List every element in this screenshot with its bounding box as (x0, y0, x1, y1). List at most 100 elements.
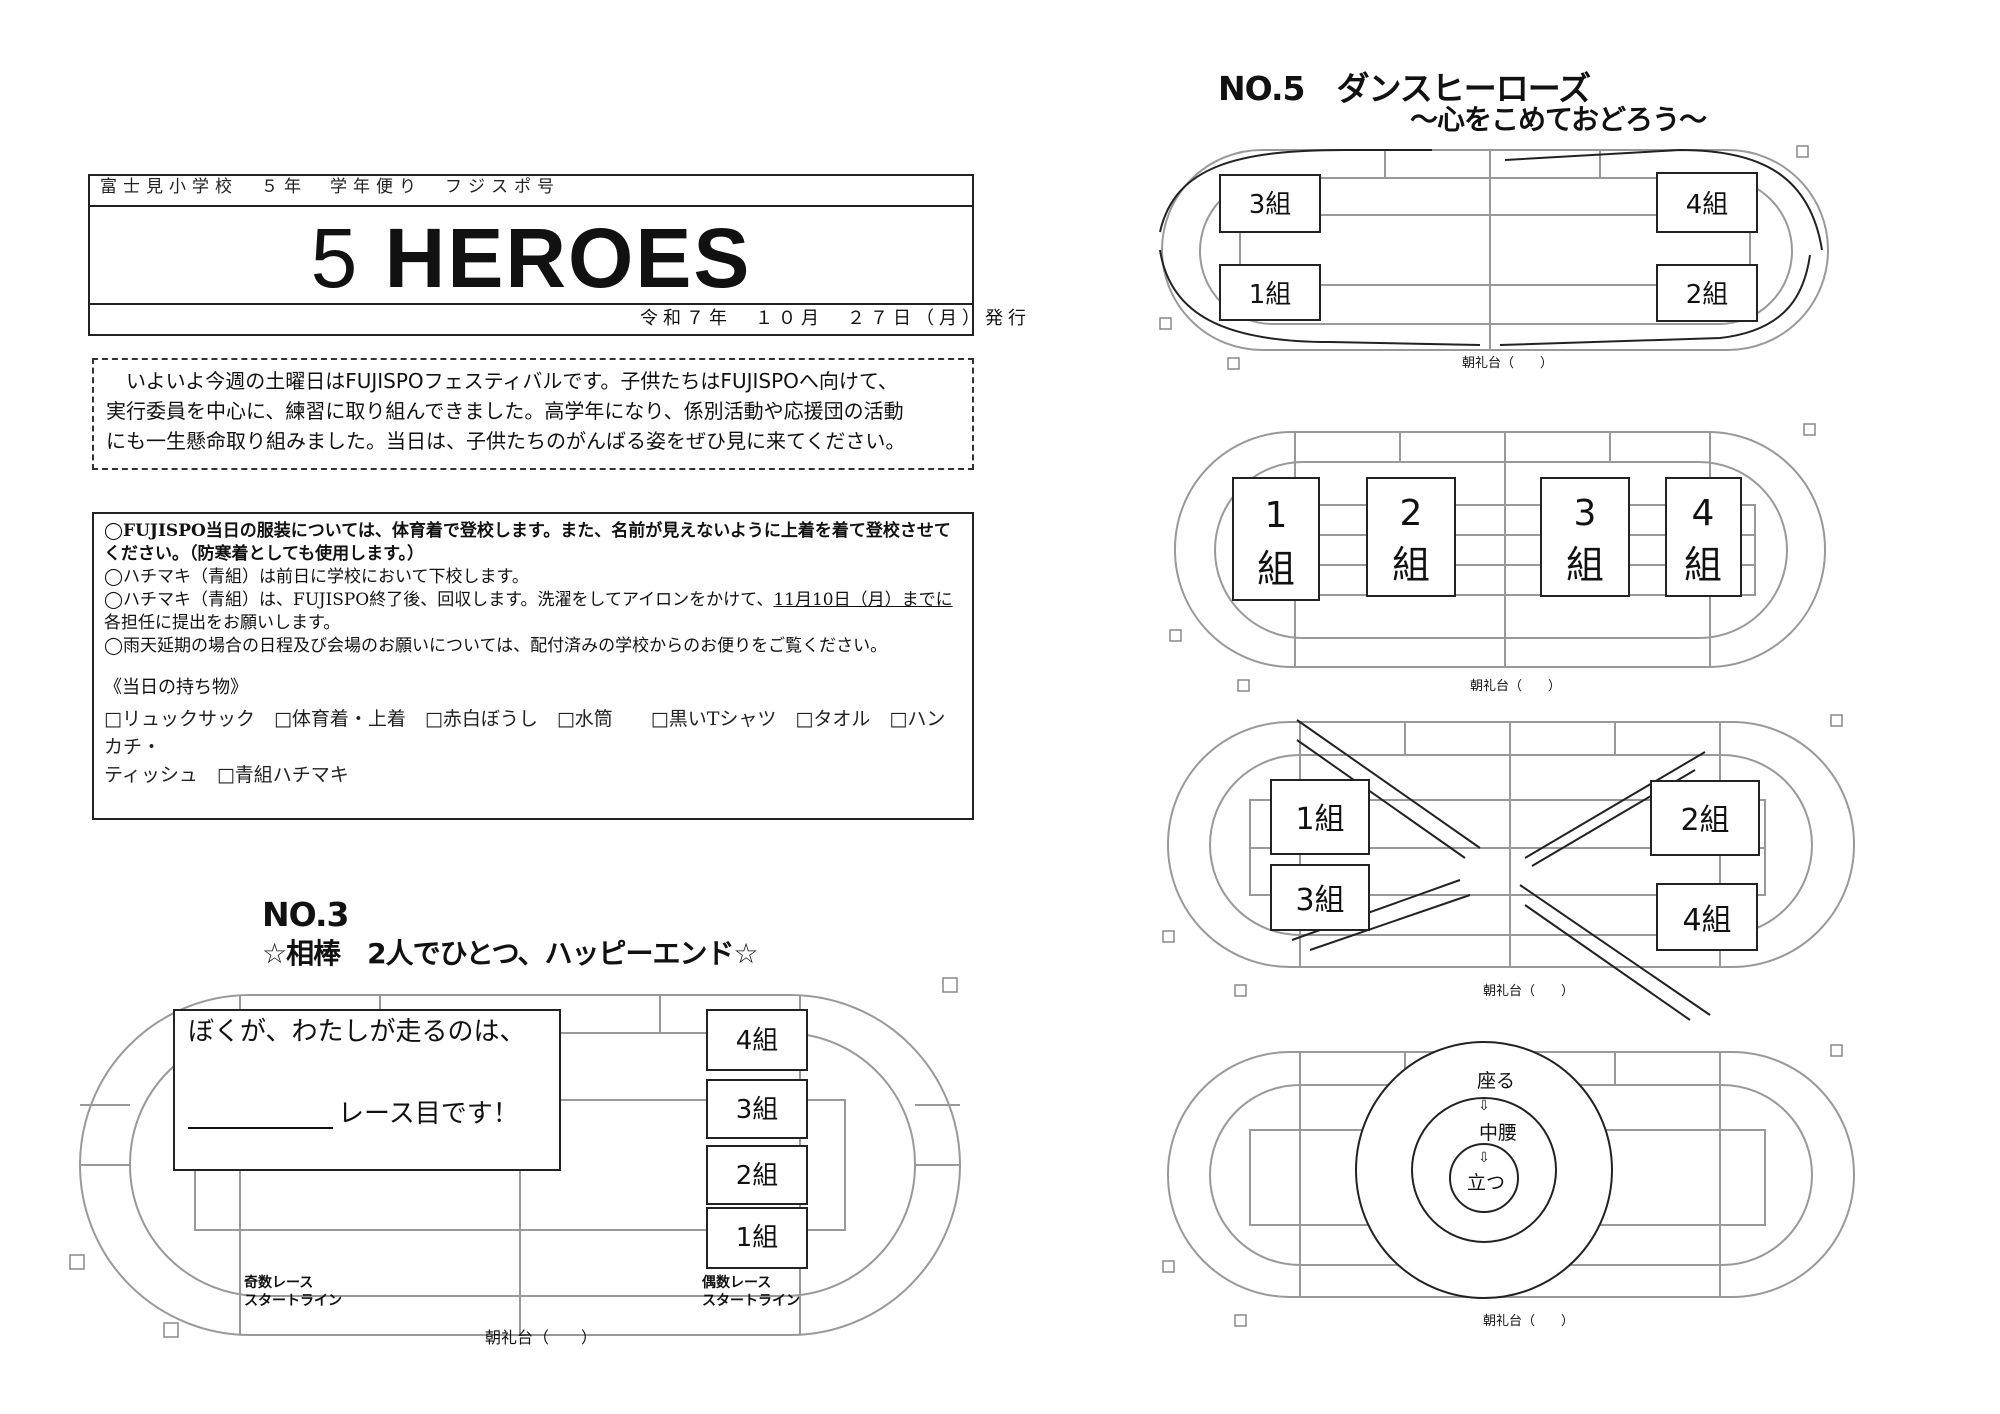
no5-heading: NO.5 ダンスヒーローズ (1218, 69, 1591, 108)
notice-return-text: ◯ハチマキ（青組）は、FUJISPO終了後、回収します。洗濯をしてアイロンをかけ… (104, 590, 774, 610)
odd-start-line-label: スタートライン (244, 1293, 342, 1309)
even-race-label: 偶数レース (702, 1274, 771, 1291)
issue-date: 令和７年 １０月 ２７日（月）発行 (640, 308, 1031, 329)
track-inner (1199, 177, 1793, 325)
header-divider (88, 303, 974, 305)
belongings-title: 《当日の持ち物》 (104, 677, 248, 698)
no3-subtitle: ☆相棒 2人でひとつ、ハッピーエンド☆ (262, 937, 759, 970)
team-label-kumi: 組 (1392, 543, 1430, 587)
newsletter-title: 5 HEROES (88, 210, 974, 306)
speech-line2: レース目です！ (338, 1099, 519, 1129)
stand-label: 立つ (1467, 1172, 1505, 1194)
header-divider (88, 205, 974, 207)
return-deadline: 11月10日（月）までに (773, 590, 953, 610)
belongings-line: ティッシュ □青組ハチマキ (104, 764, 349, 786)
no3-heading: NO.3 (262, 895, 349, 934)
team-label-kumi: 組 (1257, 547, 1295, 591)
stage-label: 朝礼台（ ） (1483, 1313, 1574, 1329)
team-box (1219, 174, 1321, 233)
formation-line (1519, 884, 1711, 1016)
half-crouch-label: 中腰 (1479, 1122, 1517, 1144)
team-label: 4組 (736, 1026, 779, 1056)
team-box (1270, 864, 1370, 931)
no5-formation-3: 1組 2組 3組 4組 朝礼台（ ） (1162, 714, 1855, 1021)
formation-line (1296, 719, 1481, 849)
team-box (1656, 883, 1758, 951)
stage-label: 朝礼台（ ） (1470, 678, 1561, 694)
arrow-down-icon: ⇩ (1478, 1150, 1490, 1166)
track-field (1239, 214, 1751, 286)
belongings-line: □リュックサック □体育着・上着 □赤白ぼうし □水筒 □黒いTシャツ □タオル… (104, 708, 946, 758)
formation-line (1296, 739, 1466, 859)
team-label-kumi: 組 (1684, 543, 1722, 587)
team-label: 3組 (1249, 190, 1292, 220)
notice-return: ◯ハチマキ（青組）は、FUJISPO終了後、回収します。洗濯をしてアイロンをかけ… (104, 589, 962, 635)
formation-circle-inner (1449, 1143, 1519, 1213)
formation-curve (1499, 254, 1811, 346)
team-label: 3組 (1295, 883, 1344, 918)
odd-race-label: 奇数レース (244, 1274, 313, 1291)
notice-return-text: 各担任に提出をお願いします。 (104, 613, 341, 633)
stage-label: 朝礼台（ ） (1462, 355, 1553, 371)
notice-rain: ◯雨天延期の場合の日程及び会場のお願いについては、配付済みの学校からのお便りをご… (104, 636, 888, 656)
speech-box-frame (173, 1009, 561, 1171)
team-label-number: 3 (1574, 493, 1597, 534)
team-box (706, 1145, 808, 1205)
belongings-list: □リュックサック □体育着・上着 □赤白ぼうし □水筒 □黒いTシャツ □タオル… (104, 705, 962, 789)
speech-line1: ぼくが、わたしが走るのは、 (188, 1017, 525, 1047)
team-box (1656, 172, 1758, 233)
title-number: 5 (310, 211, 360, 305)
header-box (88, 174, 974, 336)
team-box (706, 1009, 808, 1071)
title-word: HEROES (384, 211, 752, 305)
team-box (1232, 477, 1320, 601)
formation-line (1309, 894, 1471, 951)
intro-line: にも一生懸命取り組みました。当日は、子供たちのがんばる姿をぜひ見に来てください。 (106, 429, 906, 453)
team-label: 1組 (736, 1223, 779, 1253)
formation-curve (1159, 149, 1432, 233)
notice-box: ◯FUJISPO当日の服装については、体育着で登校します。また、名前が見えないよ… (92, 512, 974, 820)
team-box (1540, 477, 1630, 597)
team-box (706, 1207, 808, 1269)
track-outer (1161, 149, 1829, 351)
team-label: 3組 (736, 1095, 779, 1125)
team-box (1219, 264, 1321, 321)
team-label: 1組 (1295, 802, 1344, 837)
sit-label: 座る (1477, 1070, 1515, 1092)
team-label: 1組 (1249, 280, 1292, 310)
notice-clothing: ◯FUJISPO当日の服装については、体育着で登校します。また、名前が見えないよ… (104, 521, 951, 564)
stage-label: 朝礼台（ ） (1483, 983, 1574, 999)
track-outer (1174, 431, 1826, 668)
team-label-number: 1 (1265, 495, 1288, 536)
formation-line (1524, 751, 1706, 859)
team-label-number: 2 (1400, 493, 1423, 534)
no5-formation-2: 1 組 2 組 3 組 4 組 朝礼台（ ） (1169, 423, 1826, 694)
intro-line: 実行委員を中心に、練習に取り組んできました。高学年になり、係別活動や応援団の活動 (106, 399, 904, 423)
no5-subtitle: ～心をこめておどろう～ (1410, 103, 1707, 136)
team-label-kumi: 組 (1566, 543, 1604, 587)
no5-formation-1: 3組 4組 1組 2組 朝礼台（ ） (1159, 145, 1829, 371)
even-start-line-label: スタートライン (702, 1293, 800, 1309)
team-label-number: 4 (1692, 493, 1715, 534)
team-box (1665, 477, 1742, 597)
intro-line: いよいよ今週の土曜日はFUJISPOフェスティバルです。子供たちはFUJISPO… (106, 369, 898, 393)
track-inner (1214, 461, 1788, 639)
intro-message: いよいよ今週の土曜日はFUJISPOフェスティバルです。子供たちはFUJISPO… (92, 358, 974, 470)
team-label: 4組 (1682, 903, 1731, 938)
team-label: 2組 (1686, 280, 1729, 310)
school-line: 富士見小学校 ５年 学年便り フジスポ号 (100, 177, 560, 197)
formation-curve (1504, 148, 1823, 251)
stage-label: 朝礼台（ ） (485, 1328, 597, 1347)
team-box (1650, 780, 1760, 856)
team-label: 4組 (1686, 190, 1729, 220)
team-box (1656, 264, 1758, 322)
formation-line (1524, 904, 1691, 1021)
team-box (706, 1079, 808, 1139)
team-label: 2組 (736, 1161, 779, 1191)
team-box (1270, 779, 1370, 855)
arrow-down-icon: ⇩ (1478, 1098, 1490, 1114)
team-label: 2組 (1680, 803, 1729, 838)
speech-box: ぼくが、わたしが走るのは、 レース目です！ (173, 1009, 561, 1171)
no5-formation-4: 座る ⇩ 中腰 ⇩ 立つ 朝礼台（ ） (1162, 1041, 1855, 1329)
